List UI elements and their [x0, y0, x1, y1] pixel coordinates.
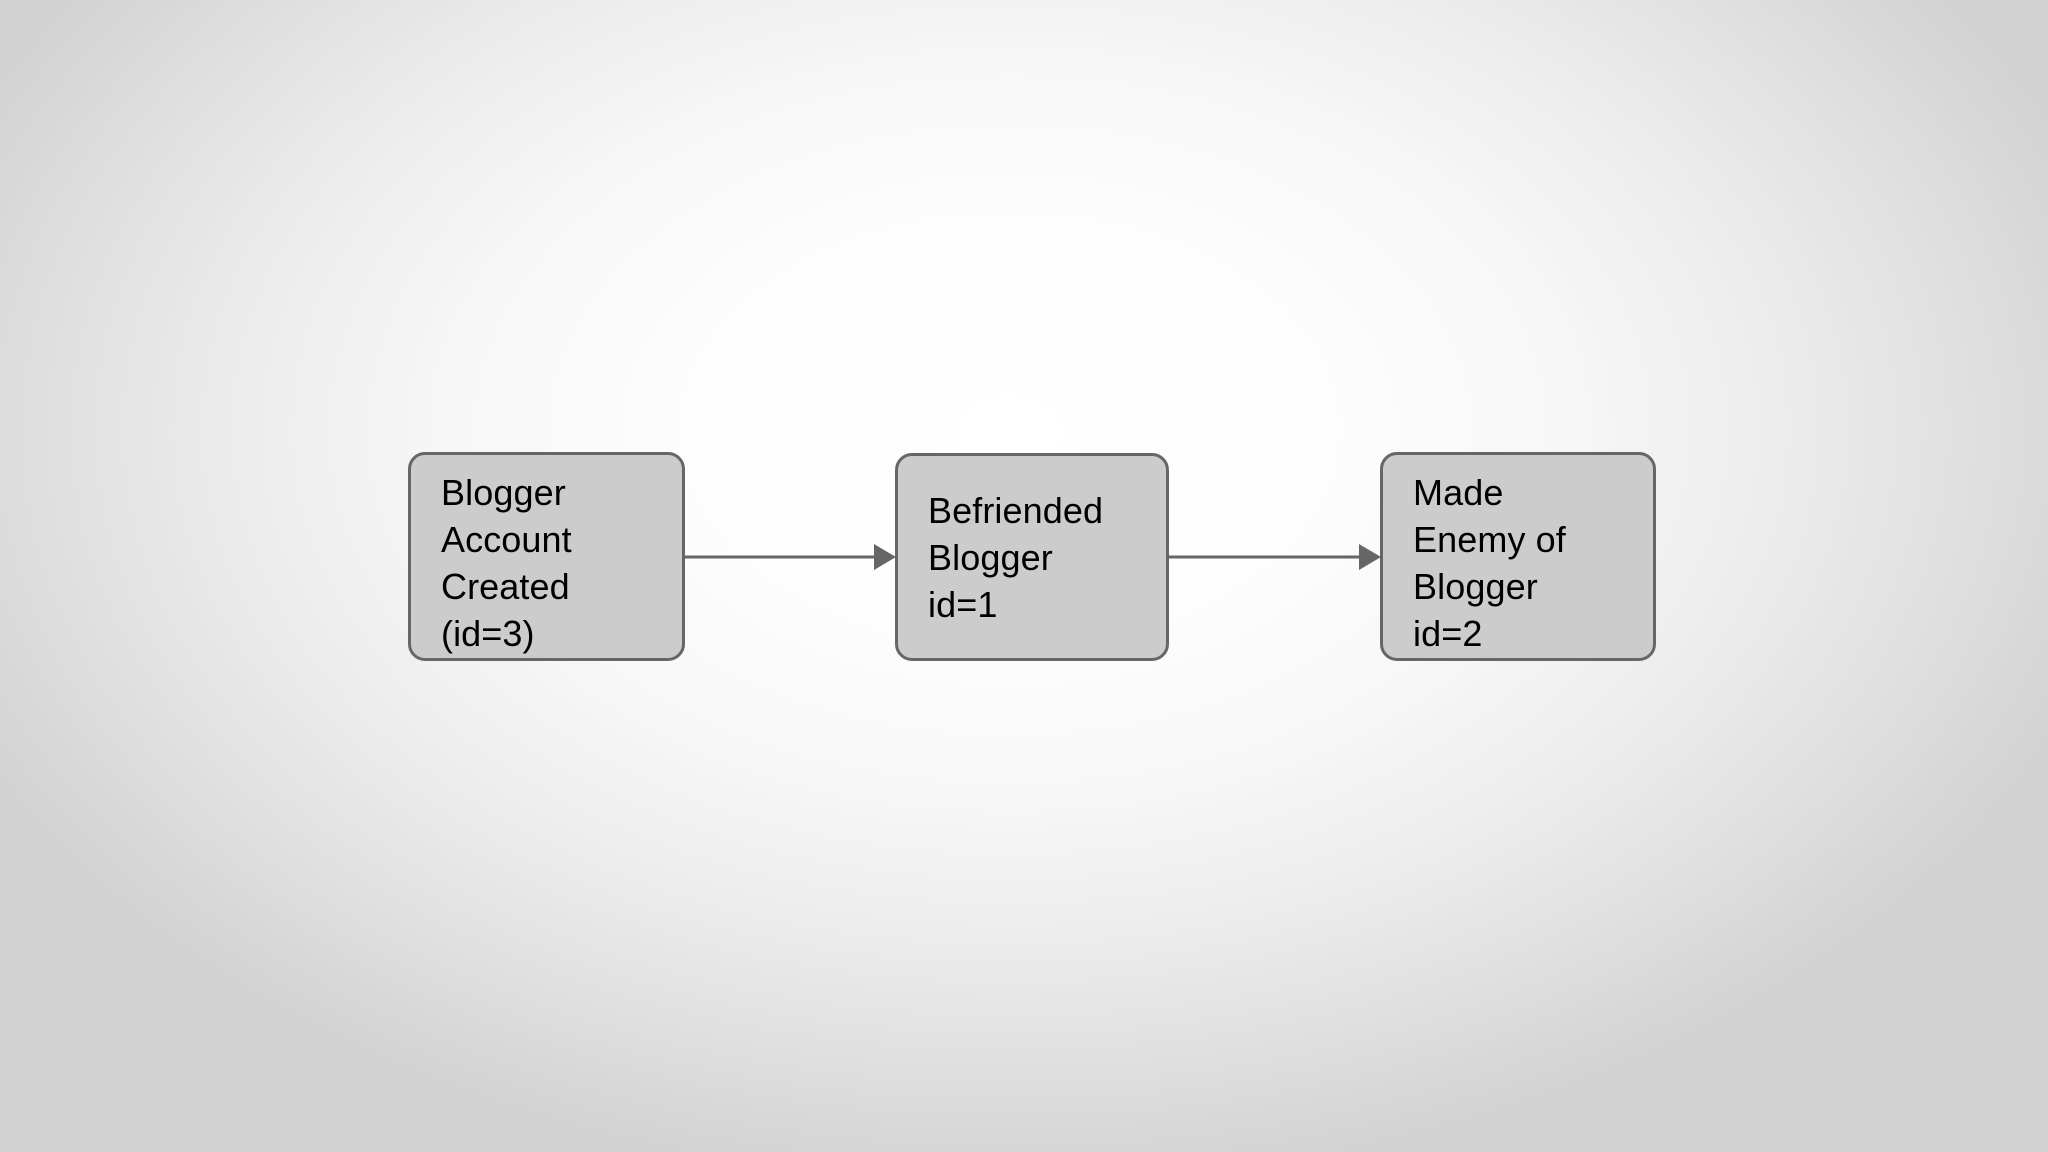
- arrowhead-icon: [1359, 544, 1381, 570]
- node-befriended-blogger[interactable]: Befriended Blogger id=1: [895, 453, 1169, 661]
- edge-created-to-befriended[interactable]: [684, 537, 896, 577]
- node-label: Made Enemy of Blogger id=2: [1413, 472, 1566, 654]
- edge-befriended-to-enemy[interactable]: [1168, 537, 1381, 577]
- node-blogger-account-created[interactable]: Blogger Account Created (id=3): [408, 452, 685, 661]
- node-label: Blogger Account Created (id=3): [441, 472, 572, 654]
- node-made-enemy-of-blogger[interactable]: Made Enemy of Blogger id=2: [1380, 452, 1656, 661]
- arrowhead-icon: [874, 544, 896, 570]
- node-label: Befriended Blogger id=1: [928, 489, 1104, 625]
